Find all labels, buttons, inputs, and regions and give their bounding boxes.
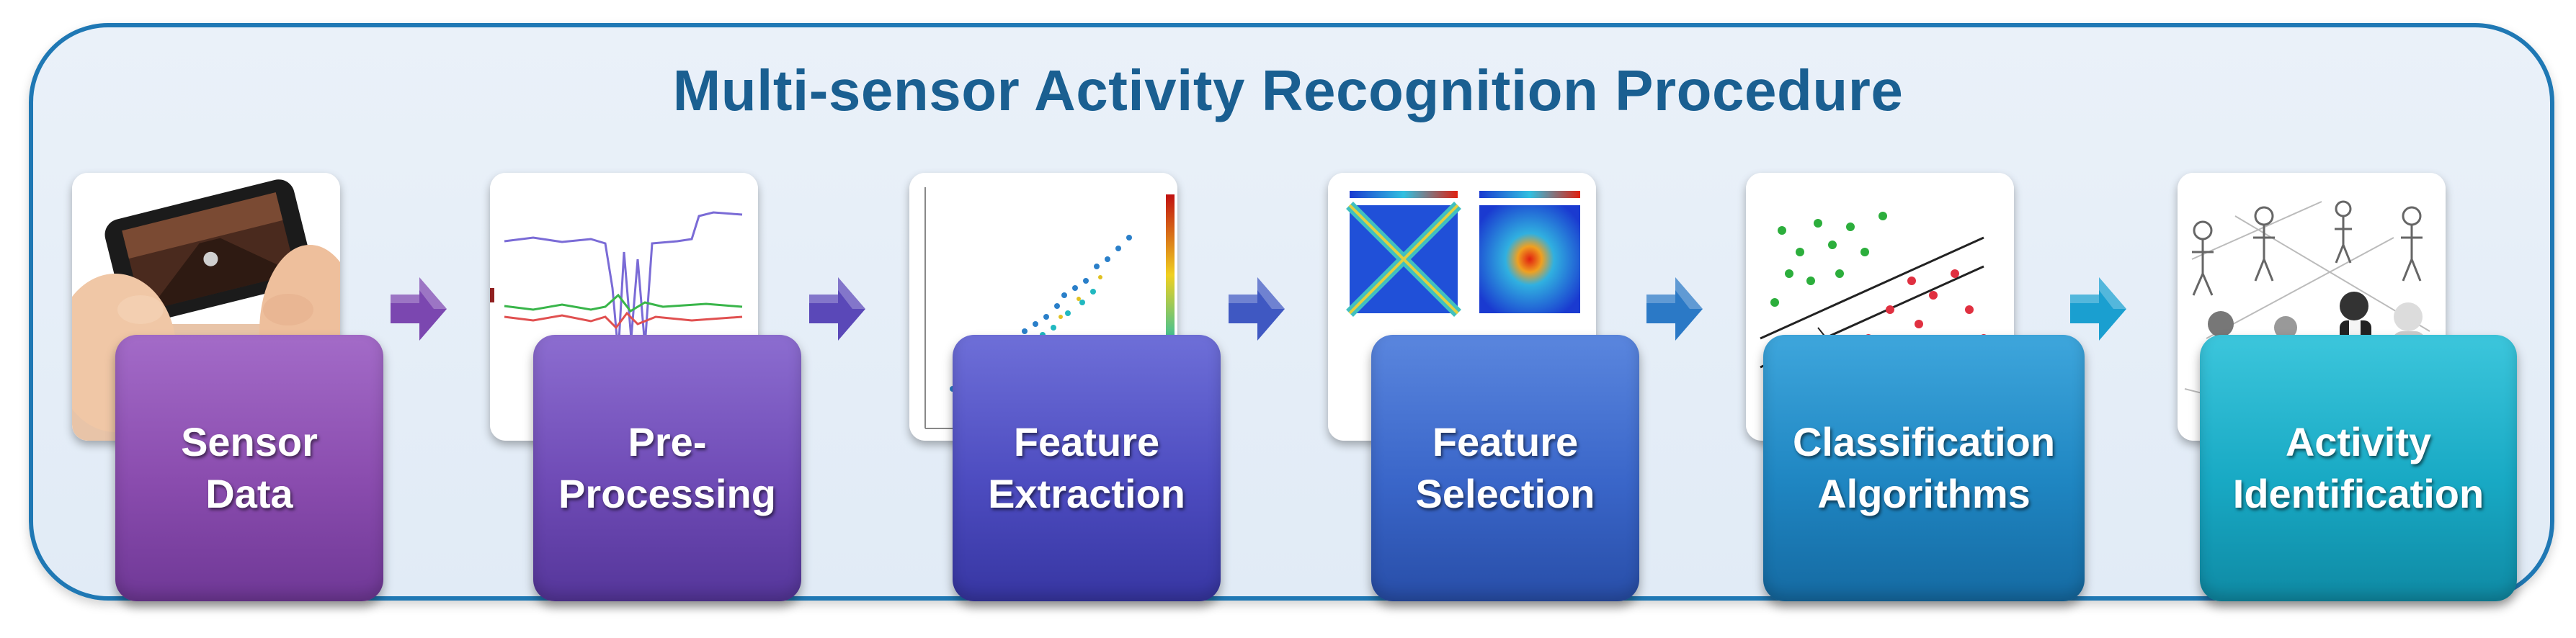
step-label-line1: Activity: [2285, 419, 2432, 464]
step-classification-algorithms: Classification Algorithms: [1763, 335, 2085, 601]
step-label-line2: Processing: [558, 471, 776, 516]
arrow-icon: [809, 277, 865, 341]
step-label-line1: Feature: [1013, 419, 1160, 464]
step-label-line1: Feature: [1432, 419, 1579, 464]
step-label-line1: Pre-: [628, 419, 707, 464]
step-label-line2: Algorithms: [1817, 471, 2031, 516]
arrow-icon: [1229, 277, 1285, 341]
step-label-line2: Data: [205, 471, 293, 516]
arrow-icon: [1646, 277, 1703, 341]
diagram-title: Multi-sensor Activity Recognition Proced…: [672, 58, 1904, 122]
diagram-frame: [29, 23, 2554, 601]
step-pre-processing: Pre- Processing: [533, 335, 801, 601]
step-label-line1: Classification: [1792, 419, 2056, 464]
arrow-icon: [2070, 277, 2126, 341]
step-label-line2: Selection: [1415, 471, 1595, 516]
step-label-line1: Sensor: [181, 419, 318, 464]
step-label-line2: Identification: [2232, 471, 2484, 516]
step-activity-identification: Activity Identification: [2200, 335, 2517, 601]
arrow-icon: [391, 277, 447, 341]
step-feature-selection: Feature Selection: [1371, 335, 1639, 601]
step-sensor-data: Sensor Data: [115, 335, 383, 601]
step-label-line2: Extraction: [988, 471, 1185, 516]
step-feature-extraction: Feature Extraction: [953, 335, 1221, 601]
